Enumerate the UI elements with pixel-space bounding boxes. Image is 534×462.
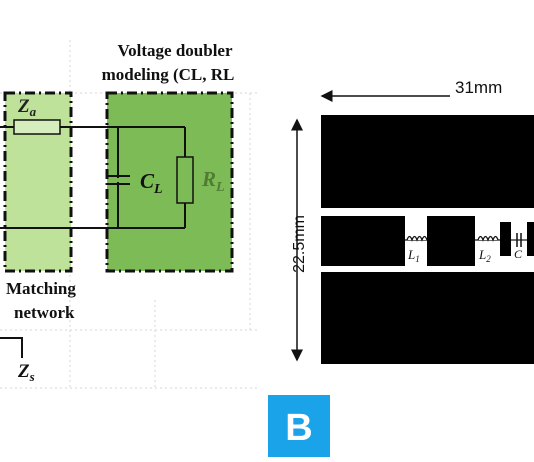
matching-label-1: Matching bbox=[6, 279, 76, 298]
badge-label: B bbox=[285, 407, 312, 449]
left-schematic: Voltage doubler modeling (CL, RL Za CL R… bbox=[0, 40, 260, 390]
strip-right-pad bbox=[527, 222, 534, 256]
badge-background bbox=[268, 395, 330, 457]
rl-resistor bbox=[176, 156, 194, 204]
width-label: 31mm bbox=[455, 78, 502, 97]
title-line-1: Voltage doubler bbox=[117, 41, 233, 60]
strip-small-block bbox=[500, 222, 511, 256]
rl-label: RL bbox=[201, 167, 225, 195]
voltage-doubler-block bbox=[105, 91, 234, 273]
c-label: C bbox=[514, 247, 523, 261]
zs-label: Zs bbox=[17, 361, 35, 384]
l2-label: L2 bbox=[478, 247, 491, 264]
matching-label-2: network bbox=[14, 303, 75, 322]
strip-left-pad bbox=[321, 216, 405, 266]
panel-badge: B bbox=[268, 395, 330, 457]
height-label: 22.5mm bbox=[291, 215, 308, 273]
cl-capacitor bbox=[106, 175, 130, 185]
bottom-ground-plane bbox=[321, 272, 534, 364]
l1-inductor-icon bbox=[406, 235, 428, 242]
top-ground-plane bbox=[321, 115, 534, 208]
right-layout: 31mm 22.5mm L1 L2 bbox=[291, 78, 534, 364]
l1-label: L1 bbox=[407, 247, 420, 264]
strip-middle-pad bbox=[427, 216, 475, 266]
title-line-2: modeling (CL, RL bbox=[102, 65, 235, 84]
za-label: Za bbox=[17, 96, 37, 119]
circuit-wires bbox=[0, 126, 186, 229]
zs-port-bracket bbox=[0, 337, 23, 358]
l2-inductor-icon bbox=[477, 235, 499, 242]
cl-label: CL bbox=[140, 169, 163, 197]
c-capacitor-icon bbox=[516, 233, 522, 247]
za-resistor bbox=[13, 119, 61, 135]
